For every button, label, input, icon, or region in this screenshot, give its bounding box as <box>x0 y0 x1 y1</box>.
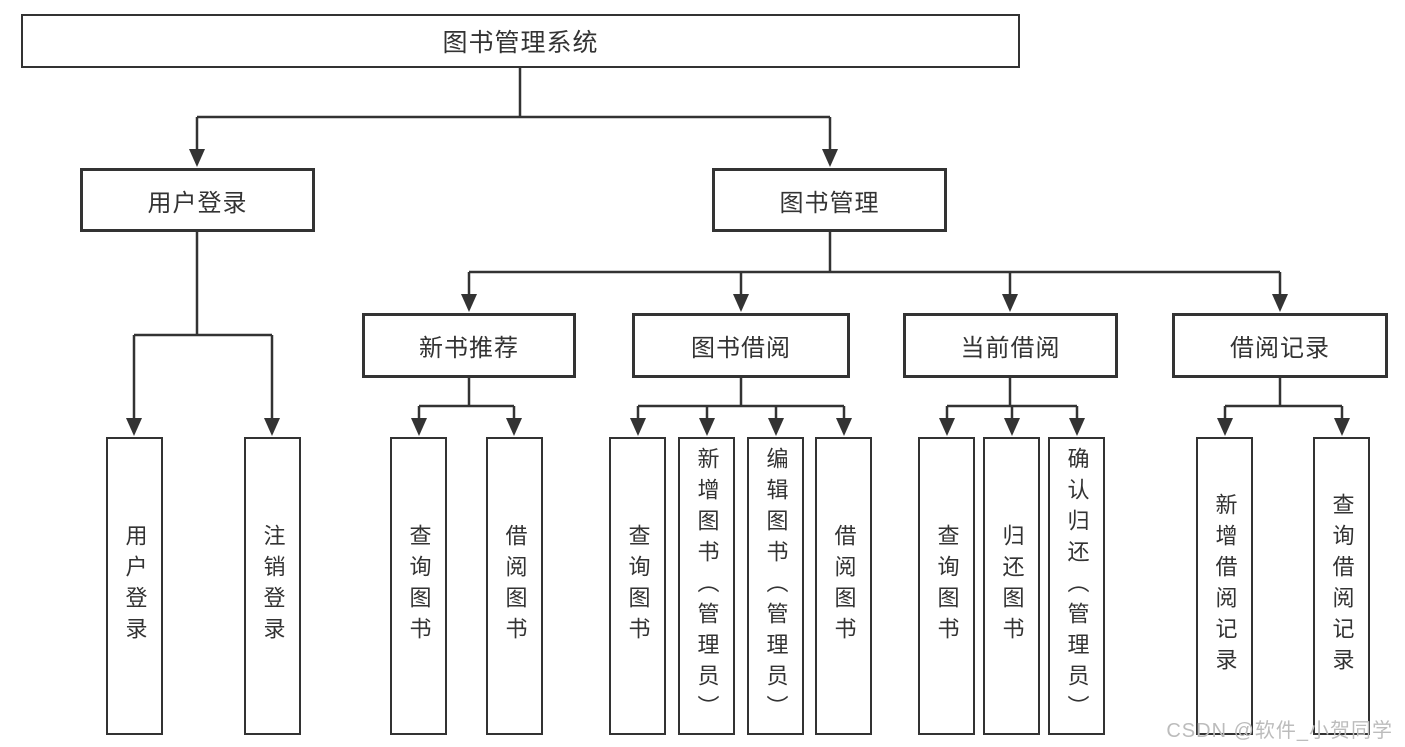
leaf-borrow-edit-books-admin: 编辑图书（管理员） <box>747 437 804 735</box>
connector-borrowrecords-to-leaves <box>1217 378 1350 436</box>
node-borrowing-records-label: 借阅记录 <box>1230 335 1330 362</box>
node-system-root: 图书管理系统 <box>21 14 1020 68</box>
leaf-newbook-query-books-label: 查询图书 <box>406 524 432 648</box>
leaf-records-query-record-label: 查询借阅记录 <box>1329 493 1355 679</box>
node-new-book-recommend: 新书推荐 <box>362 313 576 378</box>
node-new-book-recommend-label: 新书推荐 <box>419 335 519 362</box>
leaf-borrow-add-books-admin-label: 新增图书（管理员） <box>694 446 720 726</box>
leaf-current-query-books: 查询图书 <box>918 437 975 735</box>
leaf-borrow-add-books-admin: 新增图书（管理员） <box>678 437 735 735</box>
leaf-newbook-borrow-books: 借阅图书 <box>486 437 543 735</box>
connector-userlogin-to-leaves <box>126 232 280 436</box>
leaf-borrow-edit-books-admin-label: 编辑图书（管理员） <box>763 446 789 726</box>
node-user-login: 用户登录 <box>80 168 315 232</box>
leaf-user-login-label: 用户登录 <box>122 524 148 648</box>
node-borrowing-records: 借阅记录 <box>1172 313 1388 378</box>
leaf-borrow-query-books-label: 查询图书 <box>625 524 651 648</box>
leaf-user-login: 用户登录 <box>106 437 163 735</box>
leaf-borrow-borrow-books-label: 借阅图书 <box>831 524 857 648</box>
node-book-borrowing-label: 图书借阅 <box>691 335 791 362</box>
leaf-logout: 注销登录 <box>244 437 301 735</box>
node-book-borrowing: 图书借阅 <box>632 313 850 378</box>
leaf-current-query-books-label: 查询图书 <box>934 524 960 648</box>
leaf-borrow-query-books: 查询图书 <box>609 437 666 735</box>
leaf-current-confirm-return-admin-label: 确认归还（管理员） <box>1064 446 1090 726</box>
leaf-records-query-record: 查询借阅记录 <box>1313 437 1370 735</box>
connector-newbooks-to-leaves <box>411 378 522 436</box>
leaf-logout-label: 注销登录 <box>260 524 286 648</box>
leaf-records-add-record: 新增借阅记录 <box>1196 437 1253 735</box>
leaf-newbook-borrow-books-label: 借阅图书 <box>502 524 528 648</box>
leaf-newbook-query-books: 查询图书 <box>390 437 447 735</box>
node-current-borrowing: 当前借阅 <box>903 313 1118 378</box>
connector-bookmgmt-to-level3 <box>461 232 1288 312</box>
leaf-current-return-books-label: 归还图书 <box>999 524 1025 648</box>
connector-currentborrow-to-leaves <box>939 378 1085 436</box>
leaf-current-return-books: 归还图书 <box>983 437 1040 735</box>
node-current-borrowing-label: 当前借阅 <box>960 335 1061 362</box>
leaf-borrow-borrow-books: 借阅图书 <box>815 437 872 735</box>
connector-bookborrow-to-leaves <box>630 378 852 436</box>
leaf-current-confirm-return-admin: 确认归还（管理员） <box>1048 437 1105 735</box>
csdn-watermark: CSDN @软件_小贺同学 <box>1166 720 1393 742</box>
node-user-login-label: 用户登录 <box>147 189 248 217</box>
connector-root-to-level2 <box>189 68 838 167</box>
node-book-management-label: 图书管理 <box>779 189 880 217</box>
node-book-management: 图书管理 <box>712 168 947 232</box>
node-system-root-label: 图书管理系统 <box>442 29 599 57</box>
leaf-records-add-record-label: 新增借阅记录 <box>1212 493 1238 679</box>
